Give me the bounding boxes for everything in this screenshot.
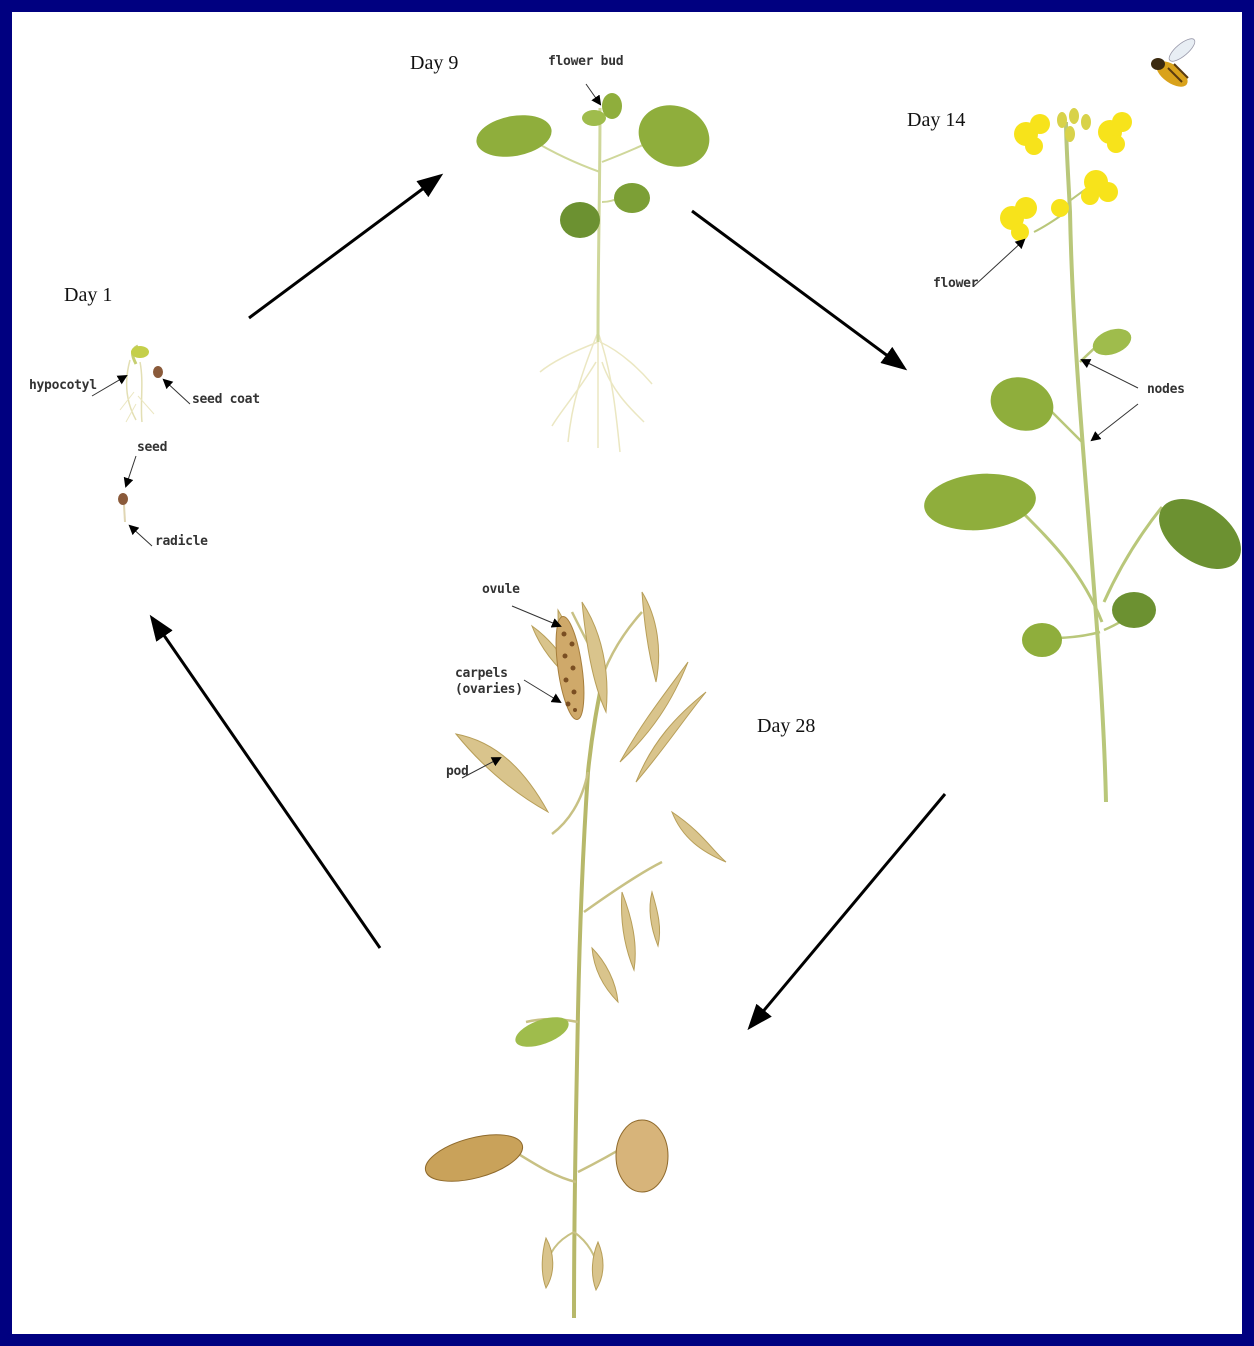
day9-leader-lines xyxy=(586,84,600,104)
radicle-label: radicle xyxy=(155,534,208,549)
pod-label: pod xyxy=(446,764,469,779)
hypocotyl-label: hypocotyl xyxy=(29,378,97,393)
flower-label: flower xyxy=(933,276,978,291)
arrow-day9-to-day14 xyxy=(692,211,904,368)
arrow-day14-to-day28 xyxy=(750,794,945,1027)
cycle-arrows xyxy=(152,176,945,1027)
day28-plant-illustration xyxy=(421,592,726,1318)
ovaries-label: (ovaries) xyxy=(455,682,523,697)
day9-plant-illustration xyxy=(473,93,718,452)
lifecycle-illustration xyxy=(12,12,1242,1334)
day14-label: Day 14 xyxy=(907,109,965,132)
ovule-label: ovule xyxy=(482,582,520,597)
nodes-label: nodes xyxy=(1147,382,1185,397)
day1-seedling-illustration xyxy=(118,346,163,522)
day1-label: Day 1 xyxy=(64,284,112,307)
day9-label: Day 9 xyxy=(410,52,458,75)
bee-illustration xyxy=(1151,35,1198,92)
carpels-label: carpels xyxy=(455,666,508,681)
seed-label: seed xyxy=(137,440,167,455)
day14-plant-illustration xyxy=(922,108,1242,802)
flower-bud-label: flower bud xyxy=(548,54,623,69)
day28-label: Day 28 xyxy=(757,715,815,738)
seed-coat-label: seed coat xyxy=(192,392,260,407)
arrow-day28-to-day1 xyxy=(152,618,380,948)
diagram-canvas: Day 1 Day 9 Day 14 Day 28 hypocotyl seed… xyxy=(12,12,1242,1334)
arrow-day1-to-day9 xyxy=(249,176,440,318)
